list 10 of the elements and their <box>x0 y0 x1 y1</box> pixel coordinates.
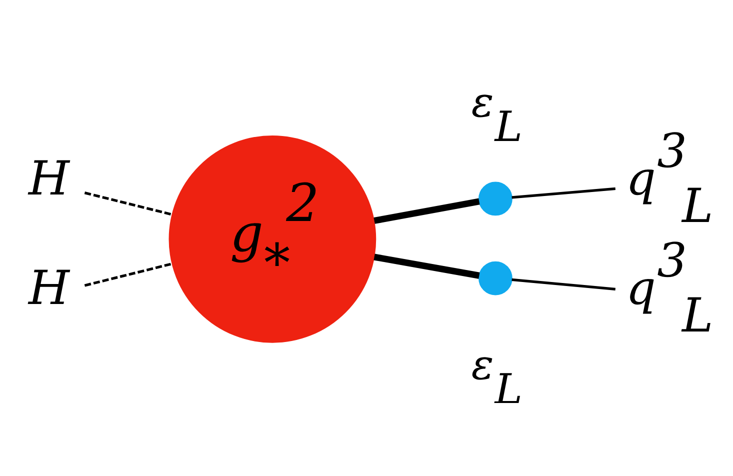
node-text: H <box>28 260 69 316</box>
connector <box>84 191 172 216</box>
node-circle <box>478 260 512 295</box>
connector <box>373 253 480 278</box>
connector <box>511 186 615 198</box>
node-text: H <box>28 151 69 206</box>
connector <box>373 198 480 224</box>
connector <box>84 262 172 286</box>
connector <box>511 278 615 290</box>
node-circle <box>478 181 512 216</box>
